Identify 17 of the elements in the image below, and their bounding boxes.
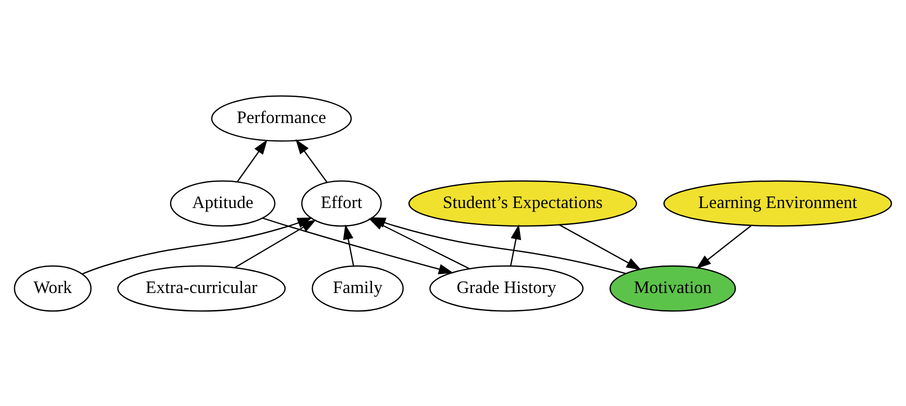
- node-ellipse: Family: [312, 264, 404, 312]
- node-ellipse: Extra-curricular: [117, 264, 286, 312]
- arrow: [558, 224, 642, 270]
- arrow: [234, 219, 316, 268]
- arrow: [370, 216, 626, 274]
- node-ellipse: Learning Environment: [663, 180, 892, 226]
- arrow: [236, 139, 268, 182]
- arrow: [296, 138, 328, 182]
- node-ellipse: Effort: [301, 180, 382, 226]
- node-ellipse: Aptitude: [170, 180, 276, 226]
- arrow: [343, 224, 354, 266]
- node-ellipse: Performance: [211, 94, 352, 142]
- node-ellipse: Work: [14, 264, 92, 312]
- node-ellipse: Motivation: [610, 264, 736, 312]
- arrow: [510, 224, 522, 266]
- node-ellipse: Student’s Expectations: [408, 180, 638, 226]
- arrow: [696, 224, 752, 268]
